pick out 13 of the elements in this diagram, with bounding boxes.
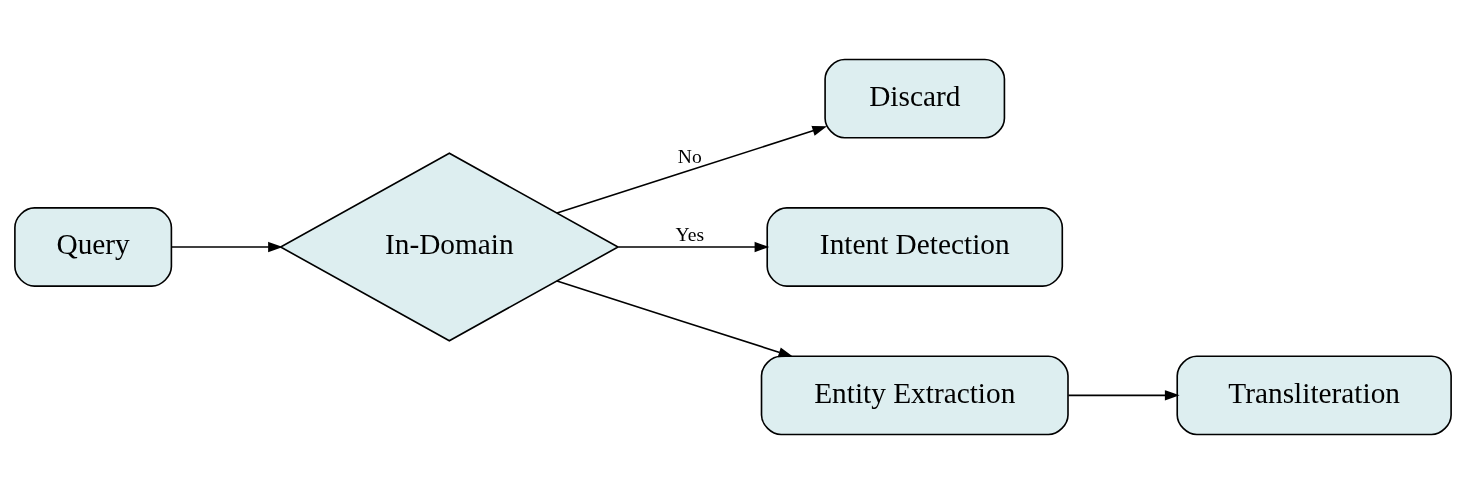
node-box: Query (14, 206, 173, 287)
arrow (170, 241, 283, 252)
node-diamond: In-Domain (278, 151, 620, 342)
node-box: Intent Detection (766, 206, 1064, 287)
arrow (556, 279, 794, 357)
edge-label: Yes (675, 223, 705, 245)
arrow (1067, 389, 1180, 400)
arrow (556, 125, 827, 214)
edge-label: No (677, 145, 702, 167)
node-box: Discard (824, 58, 1006, 139)
node-box: Transliteration (1176, 354, 1452, 435)
node-box: Entity Extraction (760, 354, 1069, 435)
arrow (617, 241, 770, 252)
